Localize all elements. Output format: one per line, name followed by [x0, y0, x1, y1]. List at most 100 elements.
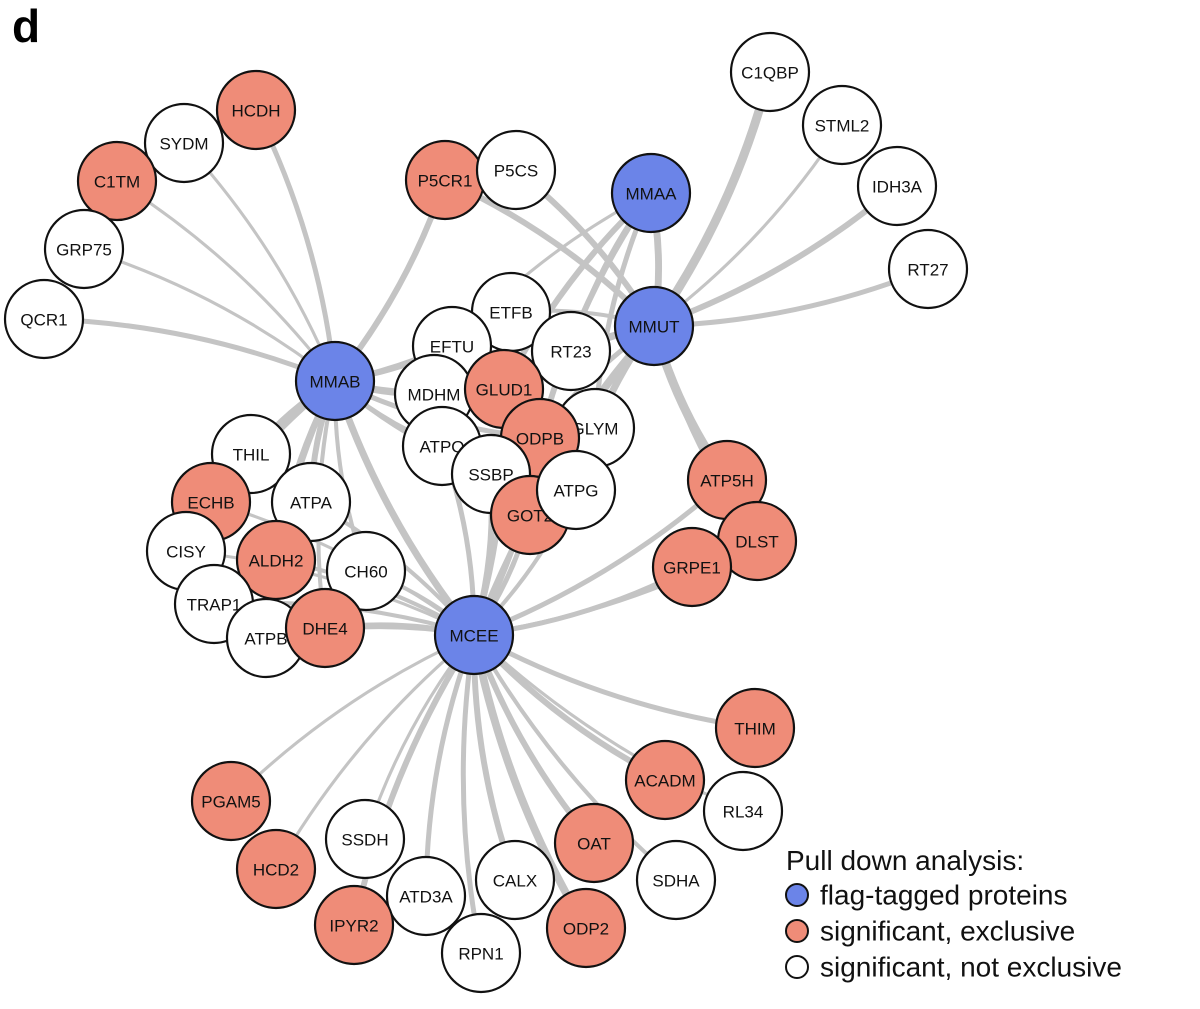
- node-label-cisy: CISY: [166, 543, 206, 562]
- panel-label: d: [12, 0, 40, 52]
- node-label-ssbp: SSBP: [468, 466, 513, 485]
- node-circle-grp75: [43, 208, 125, 290]
- node-etfb: ETFB: [470, 271, 552, 353]
- legend-title: Pull down analysis:: [786, 845, 1024, 876]
- node-circle-ipyr2: [313, 884, 395, 966]
- node-atp5h: ATP5H: [686, 439, 768, 521]
- node-circle-c1tm: [76, 140, 158, 222]
- node-label-rt23: RT23: [550, 343, 591, 362]
- node-label-atpa: ATPA: [290, 494, 333, 513]
- node-circle-calx: [474, 839, 556, 921]
- node-circle-aldh2: [235, 519, 317, 601]
- node-label-qcr1: QCR1: [20, 311, 67, 330]
- node-label-p5cs: P5CS: [494, 162, 538, 181]
- node-circle-ssdh: [324, 798, 406, 880]
- edge-mmab-grp75: [82, 247, 337, 383]
- node-circle-atpg: [535, 449, 617, 531]
- node-sdha: SDHA: [635, 839, 717, 921]
- node-label-rpn1: RPN1: [458, 945, 503, 964]
- node-label-c1tm: C1TM: [94, 173, 140, 192]
- edge-mcee-sdha: [471, 632, 679, 883]
- node-label-rt27: RT27: [907, 261, 948, 280]
- node-label-thil: THIL: [233, 446, 270, 465]
- legend-item-exclusive: significant, exclusive: [785, 916, 1075, 947]
- node-label-glud1: GLUD1: [476, 381, 533, 400]
- node-label-rl34: RL34: [723, 803, 764, 822]
- node-label-atd3a: ATD3A: [399, 888, 453, 907]
- node-mcee: MCEE: [433, 594, 515, 676]
- legend-label: significant, exclusive: [820, 916, 1075, 947]
- legend: Pull down analysis: flag-tagged proteins…: [785, 845, 1122, 983]
- node-atpb: ATPB: [225, 597, 307, 679]
- node-label-atpg: ATPG: [553, 482, 598, 501]
- node-aldh2: ALDH2: [235, 519, 317, 601]
- node-label-got2: GOT2: [507, 507, 553, 526]
- node-label-glym: GLYM: [572, 420, 619, 439]
- node-circle-ch60: [325, 530, 407, 612]
- edge-mcee-odp2: [470, 631, 590, 932]
- node-hcdh: HCDH: [215, 69, 297, 151]
- node-label-atp5h: ATP5H: [700, 472, 754, 491]
- node-p5cr1: P5CR1: [404, 139, 486, 221]
- node-label-odpb: ODPB: [516, 430, 564, 449]
- node-atpg: ATPG: [535, 449, 617, 531]
- node-circle-rt23: [530, 310, 612, 392]
- node-label-idh3a: IDH3A: [872, 178, 923, 197]
- node-circle-mmaa: [610, 152, 692, 234]
- node-circle-idh3a: [856, 145, 938, 227]
- node-circle-mmut: [613, 285, 695, 367]
- node-label-eftu: EFTU: [430, 338, 474, 357]
- node-label-sdha: SDHA: [652, 872, 700, 891]
- node-grpe1: GRPE1: [651, 526, 733, 608]
- node-pgam5: PGAM5: [190, 760, 272, 842]
- node-dlst: DLST: [716, 500, 798, 582]
- node-label-thim: THIM: [734, 720, 776, 739]
- legend-label: flag-tagged proteins: [820, 880, 1068, 911]
- edge-mcee-thim: [471, 632, 758, 731]
- node-label-atpo: ATPO: [419, 438, 464, 457]
- node-circle-stml2: [801, 84, 883, 166]
- node-label-grp75: GRP75: [56, 241, 112, 260]
- node-circle-p5cs: [475, 129, 557, 211]
- node-c1qbp: C1QBP: [729, 31, 811, 113]
- node-label-ipyr2: IPYR2: [329, 917, 378, 936]
- node-circle-oat: [553, 802, 635, 884]
- node-label-mmut: MMUT: [629, 318, 680, 337]
- edge-mcee-rpn1: [460, 632, 484, 956]
- node-c1tm: C1TM: [76, 140, 158, 222]
- node-circle-rt27: [887, 228, 969, 310]
- edge-mmab-hcdh: [253, 107, 338, 384]
- node-label-oat: OAT: [577, 835, 611, 854]
- node-label-dhe4: DHE4: [302, 620, 347, 639]
- node-label-atpb: ATPB: [244, 630, 287, 649]
- node-stml2: STML2: [801, 84, 883, 166]
- node-label-mdhm: MDHM: [408, 386, 461, 405]
- node-circle-rl34: [702, 770, 784, 852]
- legend-marker: [785, 919, 809, 943]
- edge-mmab-c1tm: [115, 179, 337, 383]
- node-rt23: RT23: [530, 310, 612, 392]
- node-circle-sydm: [143, 102, 225, 184]
- edge-mcee-hcd2: [274, 633, 476, 871]
- node-label-ssdh: SSDH: [341, 831, 388, 850]
- node-acadm: ACADM: [624, 739, 706, 821]
- legend-marker: [785, 883, 809, 907]
- node-ch60: CH60: [325, 530, 407, 612]
- edge-mcee-ipyr2: [351, 632, 477, 928]
- node-label-hcd2: HCD2: [253, 861, 299, 880]
- legend-item-not-exclusive: significant, not exclusive: [785, 952, 1122, 983]
- node-label-odp2: ODP2: [563, 920, 609, 939]
- node-ipyr2: IPYR2: [313, 884, 395, 966]
- node-rpn1: RPN1: [440, 912, 522, 994]
- node-label-hcdh: HCDH: [231, 102, 280, 121]
- node-circle-sdha: [635, 839, 717, 921]
- legend-item-bait: flag-tagged proteins: [785, 880, 1068, 911]
- node-circle-qcr1: [3, 278, 85, 360]
- node-p5cs: P5CS: [475, 129, 557, 211]
- node-idh3a: IDH3A: [856, 145, 938, 227]
- node-label-mmab: MMAB: [310, 373, 361, 392]
- node-label-dlst: DLST: [735, 533, 778, 552]
- node-label-echb: ECHB: [187, 494, 234, 513]
- node-circle-odp2: [545, 887, 627, 969]
- node-label-c1qbp: C1QBP: [741, 64, 799, 83]
